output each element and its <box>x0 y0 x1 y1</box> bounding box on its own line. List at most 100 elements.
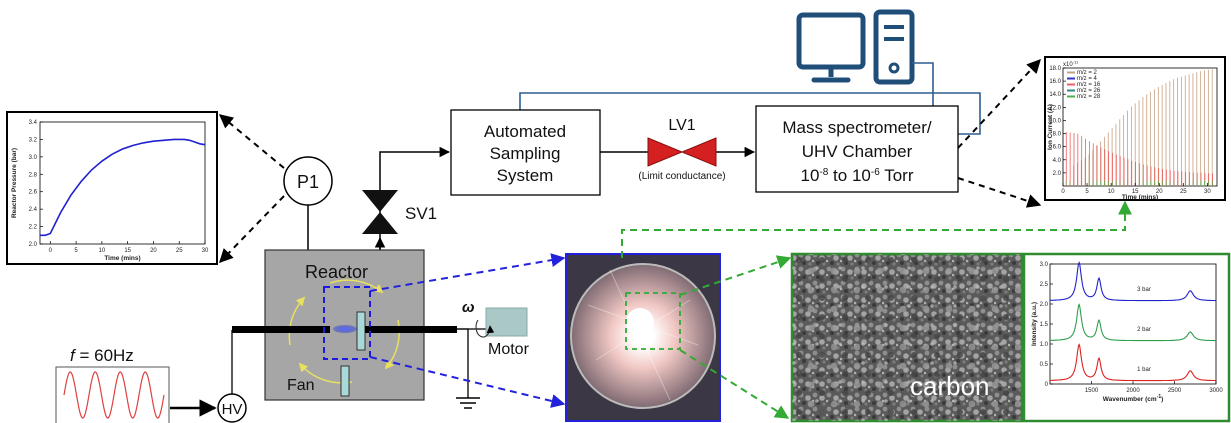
ion-xtick: 15 <box>1132 189 1139 195</box>
raman-xtick: 2500 <box>1168 388 1182 394</box>
raman-series-line <box>1050 343 1216 382</box>
ion-ytick: 8.0 <box>1053 132 1062 138</box>
ion-ytick: 14.0 <box>1049 92 1061 98</box>
raman-series-label: 3 bar <box>1137 287 1151 293</box>
sem-image: carbon <box>790 252 1024 423</box>
sampling-line-3: System <box>497 166 554 185</box>
ion-ytick: 2.0 <box>1053 171 1062 177</box>
hv-electrode <box>232 326 330 333</box>
raman-ytick: 2.0 <box>1040 302 1049 308</box>
sampling-line-1: Automated <box>484 122 566 141</box>
pressure-chart-frame <box>6 111 218 265</box>
pressure-ytick: 3.0 <box>29 155 38 161</box>
pressure-xtick: 25 <box>176 248 183 254</box>
pressure-ytick: 3.4 <box>29 120 38 126</box>
pressure-xtick: 0 <box>49 248 53 254</box>
fan-label: Fan <box>287 377 315 394</box>
pressure-ytick: 2.4 <box>29 207 38 213</box>
ion-xtick: 5 <box>1085 189 1089 195</box>
raman-ytick: 0 <box>1045 382 1049 388</box>
pressure-axes <box>39 121 206 245</box>
ground-icon <box>456 397 480 409</box>
ms-line-3: 10-8 to 10-6 Torr <box>801 166 914 185</box>
reactor-to-sampling-line <box>379 146 451 250</box>
raman-ytick: 1.5 <box>1040 322 1049 328</box>
frequency-label: f = 60Hz <box>70 346 134 365</box>
tower-icon <box>873 9 915 85</box>
raman-ytick: 3.0 <box>1040 262 1049 268</box>
raman-series-label: 1 bar <box>1137 367 1151 373</box>
pressure-xlabel: Time (mins) <box>104 255 140 262</box>
mass-spectrometer-box: Mass spectrometer/ UHV Chamber 10-8 to 1… <box>755 105 959 193</box>
ion-legend-label: m/z = 16 <box>1077 82 1101 88</box>
reactor-box: Reactor Fan <box>232 249 457 401</box>
raman-xlabel: Wavenumber (cm-1) <box>1103 394 1164 403</box>
reactor-label: Reactor <box>305 262 368 282</box>
raman-series-label: 2 bar <box>1137 327 1151 333</box>
ion-ytick: 16.0 <box>1049 79 1061 85</box>
motor-icon <box>485 307 528 337</box>
sem-label: carbon <box>910 371 990 401</box>
ion-xlabel: Time (mins) <box>1122 194 1158 201</box>
monitor-icon <box>796 12 866 70</box>
hv-label: HV <box>222 401 243 418</box>
raman-ytick: 1.0 <box>1040 342 1049 348</box>
sampling-line-2: Sampling <box>490 144 561 163</box>
sine-waveform <box>63 371 165 419</box>
fan-icon <box>340 365 350 397</box>
raman-ytick: 2.5 <box>1040 282 1049 288</box>
pressure-gauge-label: P1 <box>297 172 319 192</box>
lv1-valve-icon <box>647 137 717 167</box>
hv-source-icon <box>217 393 247 423</box>
raman-xtick: 1500 <box>1085 388 1099 394</box>
ground-electrode <box>365 326 457 333</box>
ion-ytick: 12.0 <box>1049 105 1061 111</box>
ion-ylabel: Ion Current (A) <box>1047 104 1054 150</box>
ion-xtick: 0 <box>1061 189 1065 195</box>
pressure-series-line <box>40 138 206 237</box>
ms-line-1: Mass spectrometer/ <box>782 118 932 137</box>
plasma-glow <box>333 325 357 333</box>
ion-xtick: 10 <box>1108 189 1115 195</box>
lv1-note: (Limit conductance) <box>638 171 725 182</box>
pressure-ytick: 3.2 <box>29 137 38 143</box>
lv1-label: LV1 <box>668 117 695 134</box>
raman-series-line <box>1050 303 1216 342</box>
ion-xtick: 30 <box>1204 189 1211 195</box>
raman-chart-frame <box>1022 252 1231 423</box>
target-electrode <box>356 311 366 351</box>
ion-exponent: x10-11 <box>1063 60 1079 69</box>
raman-series-line <box>1049 261 1216 302</box>
pressure-xtick: 20 <box>150 248 157 254</box>
raman-xtick: 3000 <box>1209 388 1223 394</box>
computer-icon <box>796 9 915 85</box>
plasma-photo <box>565 253 721 422</box>
pressure-xtick: 10 <box>99 248 106 254</box>
ms-line-2: UHV Chamber <box>802 142 913 161</box>
raman-ylabel: Intensity (a.u.) <box>1031 302 1038 346</box>
pressure-xtick: 5 <box>74 248 78 254</box>
pressure-ytick: 2.2 <box>29 225 38 231</box>
ion-xtick: 20 <box>1156 189 1163 195</box>
automated-sampling-system-box: Automated Sampling System <box>450 109 601 196</box>
ion-ytick: 10.0 <box>1049 118 1061 124</box>
ion-legend-label: m/z = 26 <box>1077 88 1101 94</box>
ion-legend-label: m/z = 4 <box>1077 76 1098 82</box>
ion-ytick: 4.0 <box>1053 158 1062 164</box>
raman-xtick: 2000 <box>1126 388 1140 394</box>
pressure-ytick: 2.0 <box>29 242 38 248</box>
zoom-region <box>323 286 371 360</box>
computer-cable-sampling <box>519 92 981 135</box>
ion-xtick: 25 <box>1180 189 1187 195</box>
ion-legend-label: m/z = 2 <box>1077 70 1098 76</box>
pressure-gauge-icon <box>283 156 333 206</box>
omega-label: ω <box>462 299 475 316</box>
sv1-label: SV1 <box>405 204 437 223</box>
